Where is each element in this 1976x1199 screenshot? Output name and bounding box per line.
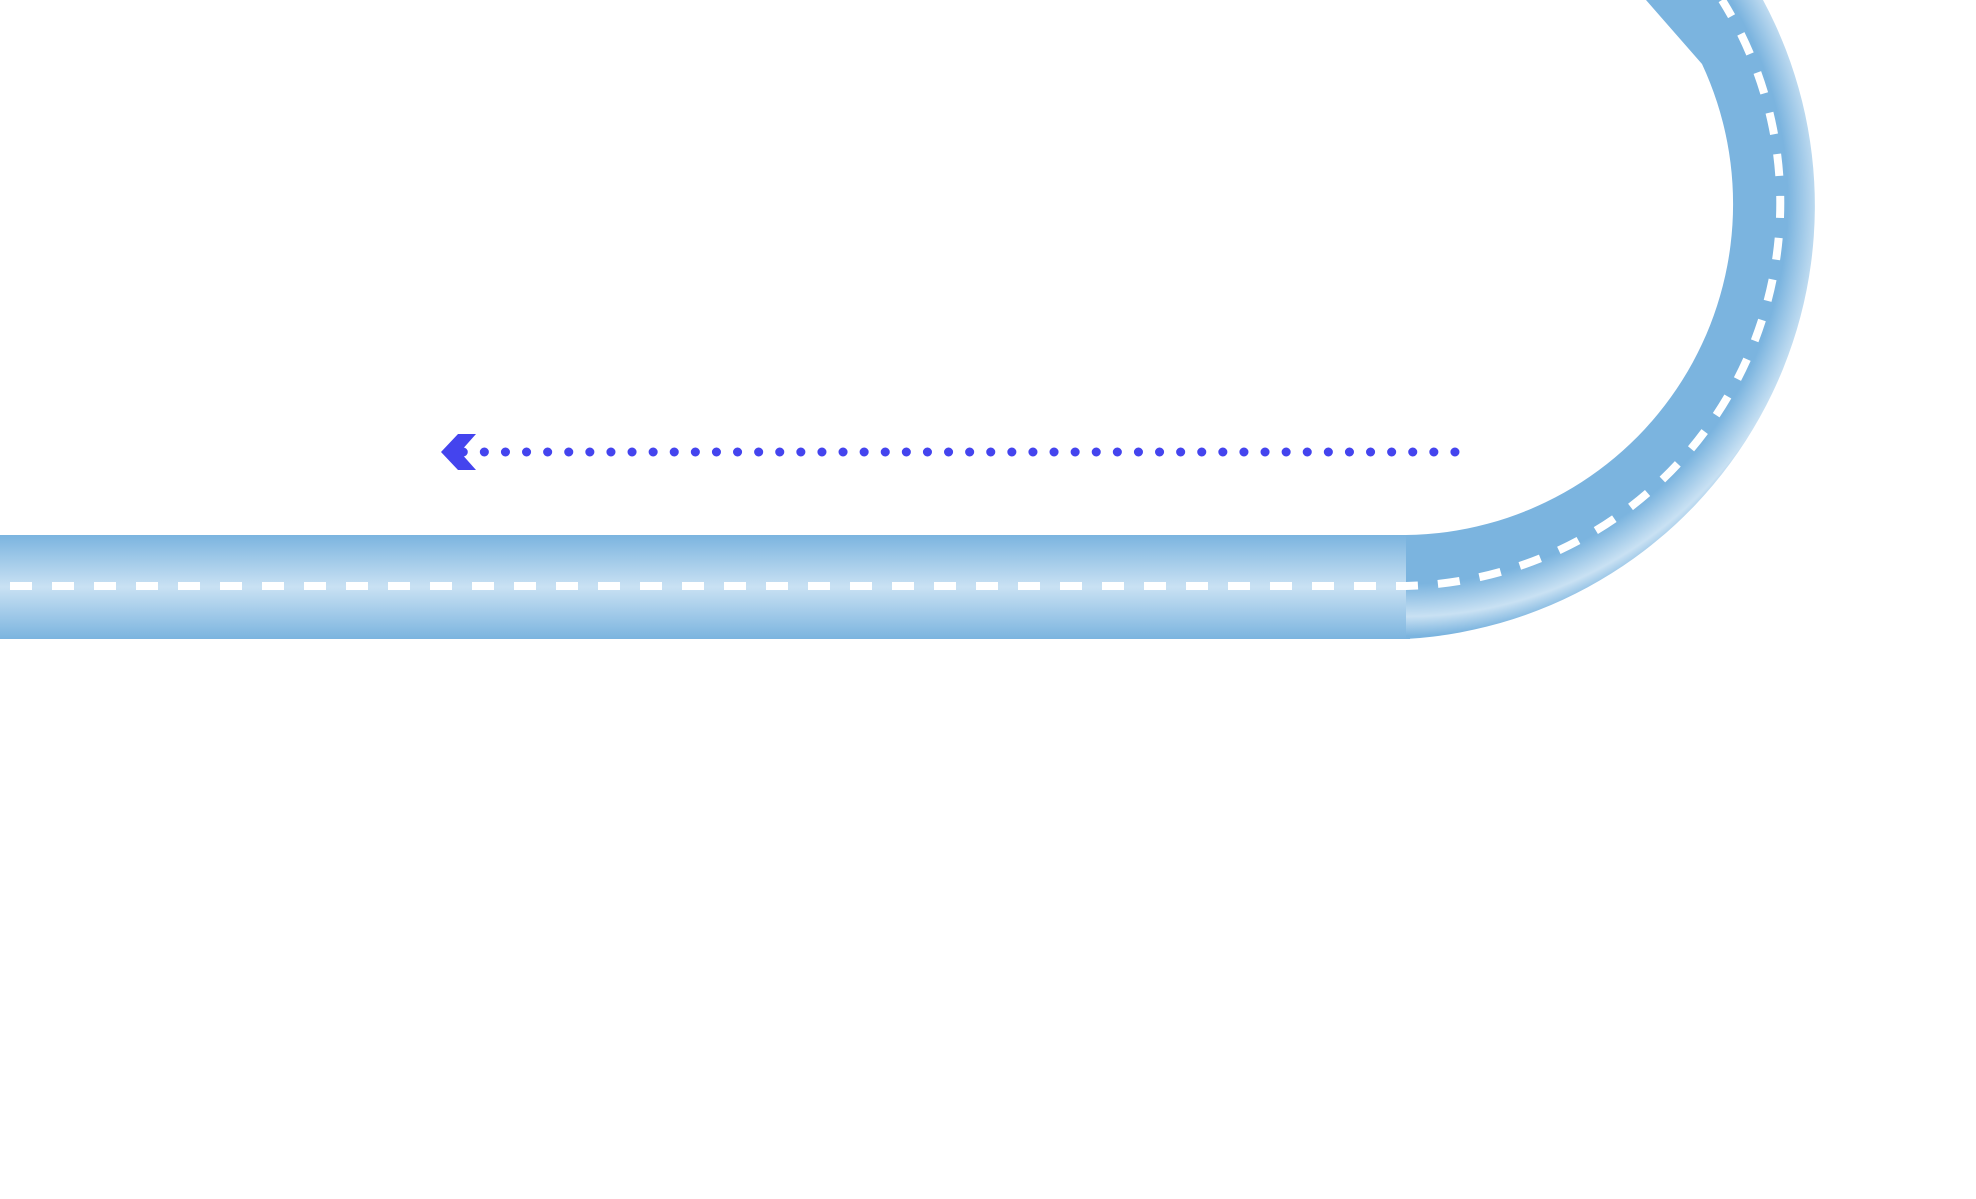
direction-indicator	[441, 434, 1460, 470]
road	[0, 0, 1815, 639]
lane-marking	[10, 0, 1785, 590]
road-curve-segment	[1406, 0, 1815, 639]
left-arrow-icon	[441, 434, 476, 470]
